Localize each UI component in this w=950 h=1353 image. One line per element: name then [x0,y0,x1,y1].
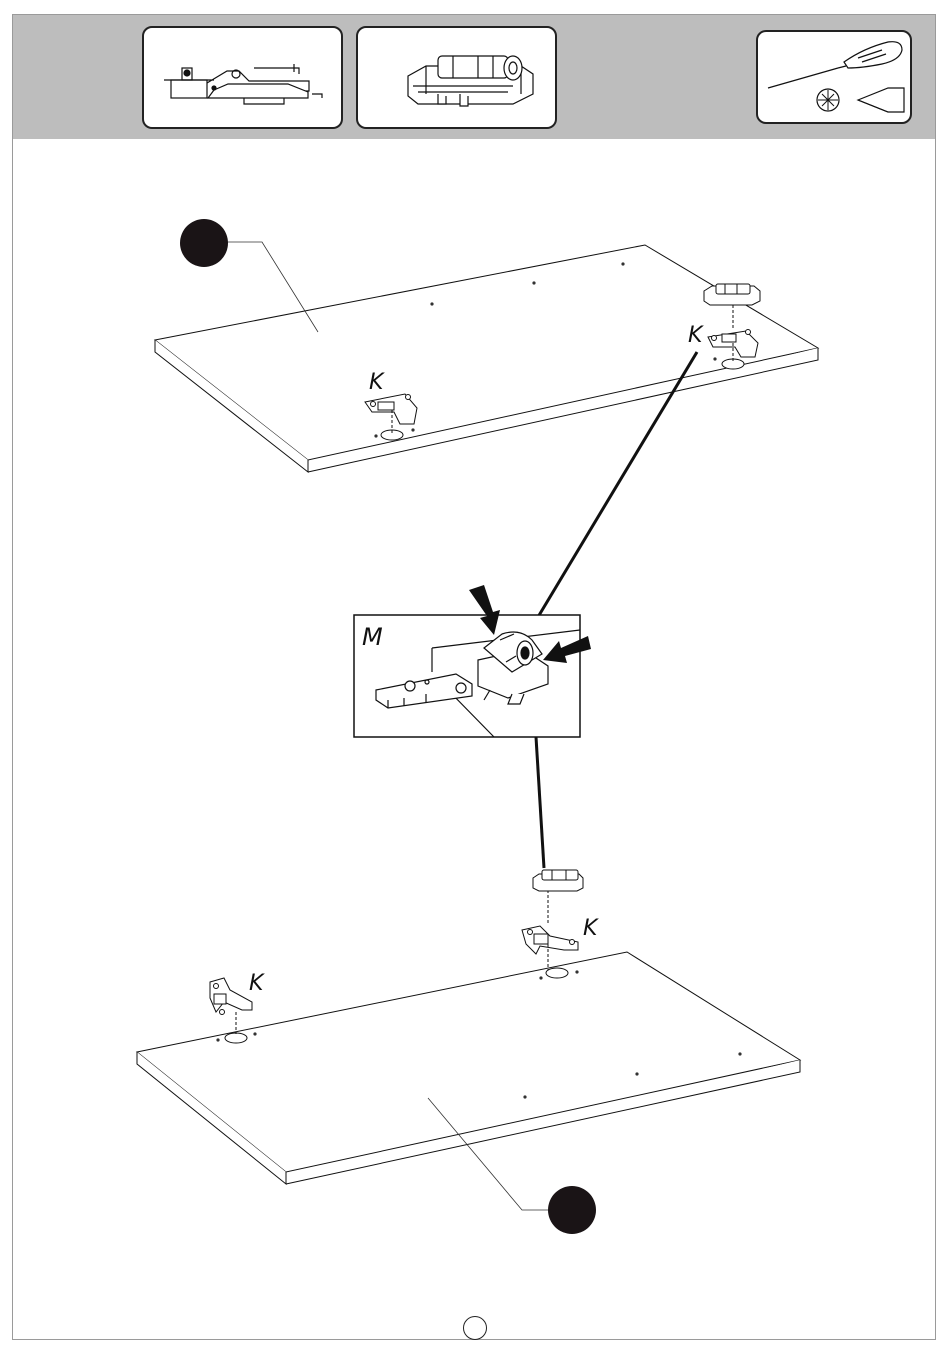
hinge-label-top-left: K [369,370,385,395]
top-panel [155,245,818,472]
bottom-panel-cup-hole-left [225,1033,247,1043]
connector-bottom-right [533,870,583,891]
hinge-label-top-right: K [688,323,704,348]
bottom-panel-marker [548,1186,596,1234]
detail-leader-bottom [536,737,544,868]
page-number [463,1316,487,1340]
bottom-panel [137,952,800,1184]
hinge-bottom-right [522,890,578,970]
top-panel-marker [180,219,228,267]
connector-top-right [704,284,760,305]
detail-box: M [354,585,591,737]
hinge-bottom-left [210,978,252,1034]
hinge-label-bottom-left: K [249,971,265,996]
detail-label: M [362,623,383,651]
hinge-label-bottom-right: K [583,916,599,941]
bottom-panel-cup-hole-right [546,968,568,978]
